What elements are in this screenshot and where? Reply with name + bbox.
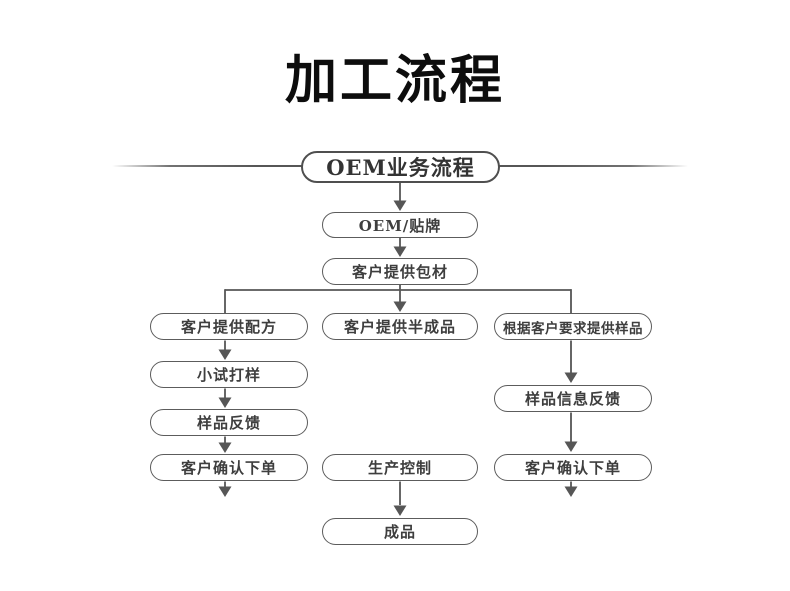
node-small-trial-sample: 小试打样 (150, 361, 308, 388)
arrow-root-to-oem (393, 182, 407, 211)
branch-connector (224, 284, 572, 314)
node-oem-private-label: OEM/贴牌 (322, 212, 478, 238)
arrow-production-to-finished (393, 481, 407, 516)
node-customer-packaging: 客户提供包材 (322, 258, 478, 285)
arrow-sample-to-info (564, 340, 578, 383)
arrow-confirm-left-out (218, 481, 232, 497)
arrow-formula-to-trial (218, 340, 232, 360)
arrow-oem-to-packaging (393, 238, 407, 257)
page-title: 加工流程 (284, 52, 505, 110)
arrow-info-to-confirm-right (564, 412, 578, 452)
node-customer-formula: 客户提供配方 (150, 313, 308, 340)
arrow-trial-to-feedback (218, 388, 232, 408)
arrow-feedback-to-confirm-left (218, 436, 232, 453)
node-sample-feedback: 样品反馈 (150, 409, 308, 436)
node-customer-confirm-order-left: 客户确认下单 (150, 454, 308, 481)
node-samples-per-customer-request: 根据客户要求提供样品 (494, 313, 652, 340)
node-oem-business-flow: OEM业务流程 (301, 151, 500, 183)
node-customer-semi-finished: 客户提供半成品 (322, 313, 478, 340)
node-customer-confirm-order-right: 客户确认下单 (494, 454, 652, 481)
node-sample-info-feedback: 样品信息反馈 (494, 385, 652, 412)
arrow-confirm-right-out (564, 481, 578, 497)
node-finished-product: 成品 (322, 518, 478, 545)
node-production-control: 生产控制 (322, 454, 478, 481)
